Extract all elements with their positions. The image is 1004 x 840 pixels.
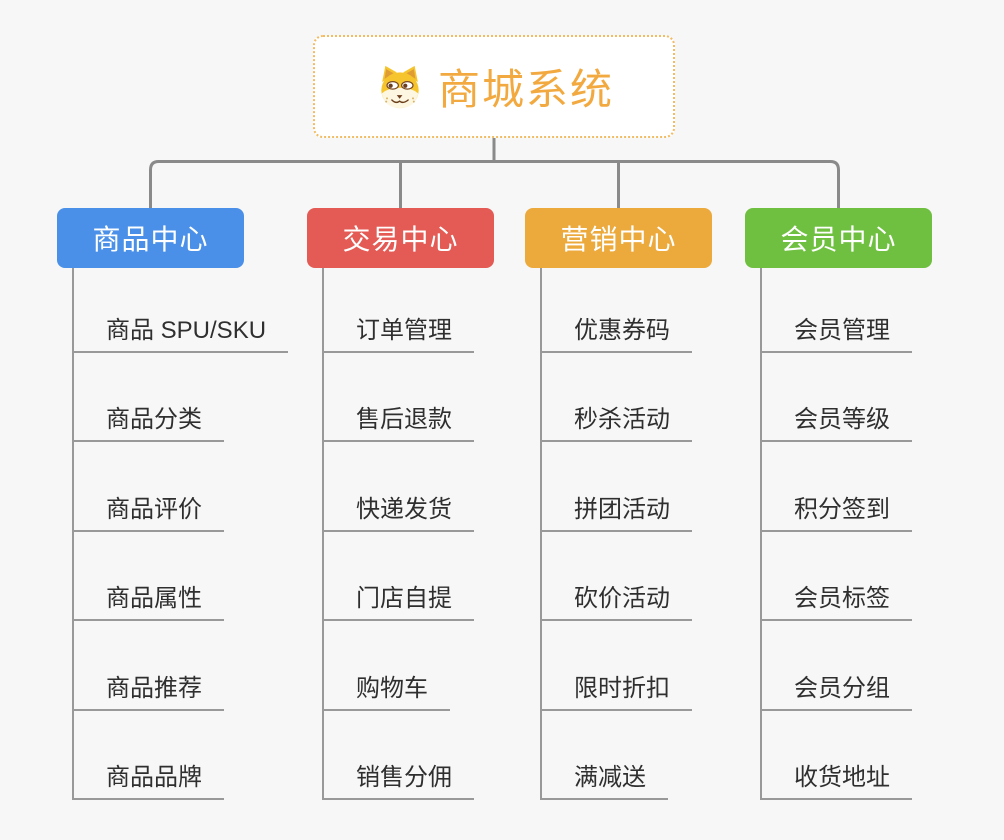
- branch-item: 积分签到: [762, 442, 975, 532]
- branch-item: 门店自提: [324, 532, 537, 622]
- branch-header-product-center[interactable]: 商品中心: [57, 208, 244, 268]
- branch-header-marketing-center[interactable]: 营销中心: [525, 208, 712, 268]
- branch-item: 售后退款: [324, 353, 537, 443]
- branch-item-list: 商品 SPU/SKU 商品分类商品评价商品属性商品推荐商品品牌: [72, 268, 289, 800]
- branch-item: 收货地址: [762, 711, 975, 800]
- doge-icon: [374, 61, 426, 113]
- branch-item-label[interactable]: 门店自提: [324, 578, 474, 622]
- branch-item: 商品分类: [74, 353, 287, 443]
- branch-item: 商品品牌: [74, 711, 287, 800]
- branch-item-list: 会员管理会员等级积分签到会员标签会员分组收货地址: [760, 268, 975, 800]
- branch-item: 购物车: [324, 621, 537, 711]
- branch-item: 销售分佣: [324, 711, 537, 800]
- branch-item-list: 优惠券码秒杀活动拼团活动砍价活动限时折扣满减送: [540, 268, 755, 800]
- branch-item-label[interactable]: 商品品牌: [74, 757, 224, 800]
- branch-item: 会员等级: [762, 353, 975, 443]
- branch-header-member-center[interactable]: 会员中心: [745, 208, 932, 268]
- branch-item-label[interactable]: 商品评价: [74, 489, 224, 532]
- branch-item-label[interactable]: 购物车: [324, 668, 450, 711]
- branch-item-label[interactable]: 拼团活动: [542, 489, 692, 532]
- branch-item-label[interactable]: 砍价活动: [542, 578, 692, 622]
- branch-item: 会员管理: [762, 268, 975, 353]
- branch-item: 商品属性: [74, 532, 287, 622]
- branch-item: 拼团活动: [542, 442, 755, 532]
- branch-item: 秒杀活动: [542, 353, 755, 443]
- branch-item-label[interactable]: 商品 SPU/SKU: [74, 310, 289, 353]
- branch-item: 砍价活动: [542, 532, 755, 622]
- branch-item-label[interactable]: 秒杀活动: [542, 399, 692, 443]
- branch-item-list: 订单管理售后退款快递发货门店自提购物车销售分佣: [322, 268, 537, 800]
- branch-item-label[interactable]: 商品分类: [74, 399, 224, 443]
- branch-item-label[interactable]: 会员分组: [762, 668, 912, 711]
- branch-item-label[interactable]: 积分签到: [762, 489, 912, 532]
- branch-member-center: 会员中心 会员管理会员等级积分签到会员标签会员分组收货地址: [745, 208, 975, 800]
- branch-item-label[interactable]: 订单管理: [324, 310, 474, 353]
- branch-item-label[interactable]: 商品属性: [74, 578, 224, 622]
- branch-item-label[interactable]: 会员标签: [762, 578, 912, 622]
- branch-item-label[interactable]: 会员管理: [762, 310, 912, 353]
- root-title: 商城系统: [437, 66, 614, 113]
- branch-item: 商品评价: [74, 442, 287, 532]
- branch-trade-center: 交易中心 订单管理售后退款快递发货门店自提购物车销售分佣: [307, 208, 537, 800]
- branch-header-trade-center[interactable]: 交易中心: [307, 208, 494, 268]
- branch-item-label[interactable]: 售后退款: [324, 399, 474, 443]
- branch-item: 快递发货: [324, 442, 537, 532]
- root-node-mall-system[interactable]: 商城系统: [313, 35, 675, 138]
- branch-item: 优惠券码: [542, 268, 755, 353]
- branch-item: 商品推荐: [74, 621, 287, 711]
- branch-item-label[interactable]: 会员等级: [762, 399, 912, 443]
- branch-product-center: 商品中心 商品 SPU/SKU 商品分类商品评价商品属性商品推荐商品品牌: [57, 208, 289, 800]
- branch-item: 限时折扣: [542, 621, 755, 711]
- branch-item: 会员分组: [762, 621, 975, 711]
- branch-item-label[interactable]: 限时折扣: [542, 668, 692, 711]
- branch-item-label[interactable]: 快递发货: [324, 489, 474, 532]
- branch-item: 会员标签: [762, 532, 975, 622]
- branch-item-label[interactable]: 商品推荐: [74, 668, 224, 711]
- branch-item: 订单管理: [324, 268, 537, 353]
- branch-item: 满减送: [542, 711, 755, 800]
- branch-marketing-center: 营销中心 优惠券码秒杀活动拼团活动砍价活动限时折扣满减送: [525, 208, 755, 800]
- branch-item-label[interactable]: 优惠券码: [542, 310, 692, 353]
- branch-item-label[interactable]: 销售分佣: [324, 757, 474, 800]
- branch-item-label[interactable]: 满减送: [542, 757, 668, 800]
- branch-item: 商品 SPU/SKU: [74, 268, 289, 353]
- branch-item-label[interactable]: 收货地址: [762, 757, 912, 800]
